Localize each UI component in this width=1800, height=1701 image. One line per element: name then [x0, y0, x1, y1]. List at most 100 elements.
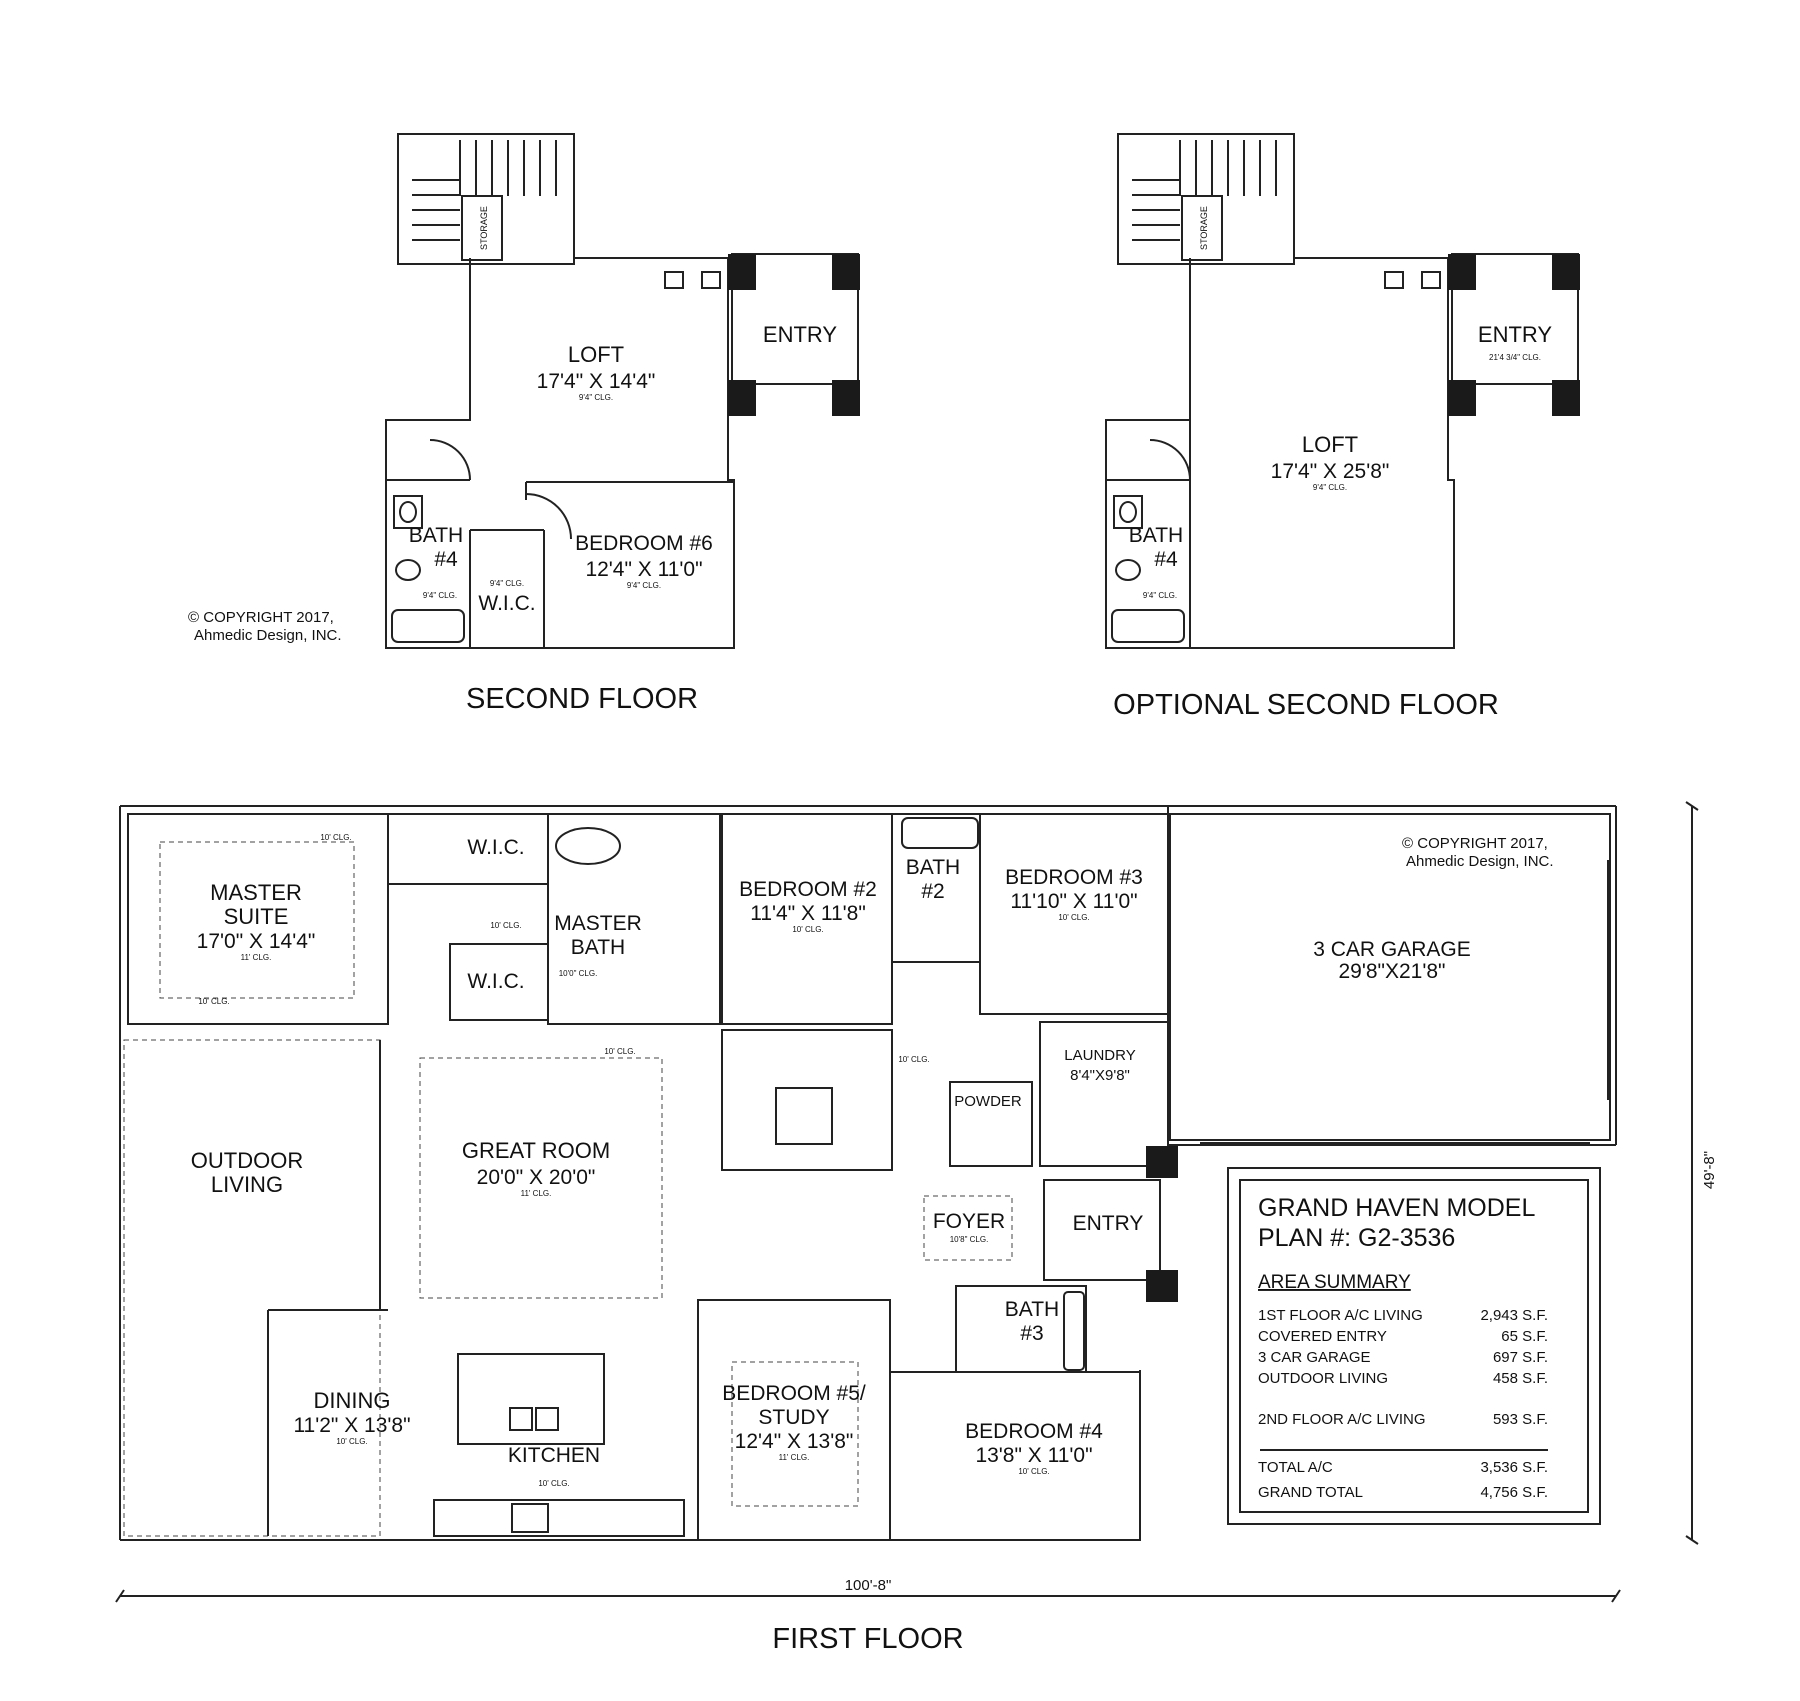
bath4-ceiling: 9'4" CLG.	[423, 591, 457, 600]
opt-entry-label: ENTRY	[1478, 322, 1552, 347]
opt-outer-wall	[1190, 257, 1455, 649]
copyright-line2-right: Ahmedic Design, INC.	[1406, 853, 1554, 870]
plan-number: PLAN #: G2-3536	[1258, 1224, 1455, 1252]
summary-row-value: 65 S.F.	[1501, 1328, 1548, 1345]
outdoor-living-label-2: LIVING	[211, 1172, 283, 1197]
foyer-label: FOYER	[933, 1210, 1005, 1233]
summary-row-value: 593 S.F.	[1493, 1411, 1548, 1428]
garage-room	[1169, 813, 1611, 1141]
ceiling-note: 10' CLG.	[490, 921, 521, 930]
powder-room	[949, 1081, 1033, 1167]
opt-stair-tower	[1117, 133, 1295, 265]
summary-row-value: 4,756 S.F.	[1480, 1484, 1548, 1501]
garage-dimension: 29'8"X21'8"	[1338, 960, 1445, 983]
optional-second-floor-title: OPTIONAL SECOND FLOOR	[1113, 689, 1499, 721]
master-bath-label-1: MASTER	[554, 912, 642, 935]
dining-dimension: 11'2" X 13'8"	[293, 1414, 410, 1437]
bath3-number: #3	[1020, 1322, 1043, 1345]
laundry-dimension: 8'4"X9'8"	[1070, 1067, 1130, 1084]
bath2-label: BATH	[906, 856, 960, 879]
copyright-line2-left: Ahmedic Design, INC.	[194, 627, 342, 644]
opt-entry-ceiling: 21'4 3/4" CLG.	[1489, 353, 1541, 362]
great-room-dimension: 20'0" X 20'0"	[477, 1166, 596, 1189]
master-suite-ceiling: 11' CLG.	[241, 953, 272, 962]
first-floor-plan	[115, 801, 1699, 1603]
toilet-fixture	[395, 559, 421, 581]
outdoor-living-label-1: OUTDOOR	[191, 1148, 303, 1173]
second-floor-outer-wall	[470, 257, 735, 649]
summary-row-label: 1ST FLOOR A/C LIVING	[1258, 1307, 1423, 1324]
bath2-number: #2	[921, 880, 944, 903]
opt-bath4-ceiling: 9'4" CLG.	[1143, 591, 1177, 600]
ceiling-note: 10' CLG.	[336, 1437, 367, 1446]
opt-bath4-label: BATH	[1129, 524, 1183, 547]
soaking-tub	[555, 827, 621, 865]
summary-row-label: TOTAL A/C	[1258, 1459, 1333, 1476]
second-floor-title: SECOND FLOOR	[466, 683, 698, 715]
ceiling-note: 10' CLG.	[538, 1479, 569, 1488]
kitchen-counter	[433, 1499, 685, 1537]
entry-label: ENTRY	[763, 322, 837, 347]
dining-label: DINING	[314, 1388, 391, 1413]
opt-storage-closet	[1181, 195, 1223, 261]
opt-bath4-number: #4	[1154, 548, 1178, 571]
bedroom6-label: BEDROOM #6	[575, 532, 713, 555]
ceiling-note: 10' CLG.	[1018, 1467, 1049, 1476]
entry-first-label: ENTRY	[1073, 1212, 1144, 1235]
ceiling-note: 10' CLG.	[792, 925, 823, 934]
master-suite-dimension: 17'0" X 14'4"	[197, 930, 316, 953]
bedroom-4-room	[889, 1371, 1141, 1541]
main-stair	[721, 1029, 893, 1171]
bedroom6-dimension: 12'4" X 11'0"	[585, 558, 702, 581]
bath-wing-wall	[385, 258, 471, 649]
cooktop	[511, 1503, 549, 1533]
upper-wic-label: W.I.C.	[467, 836, 524, 859]
kitchen-island	[457, 1353, 605, 1445]
great-room-label: GREAT ROOM	[462, 1138, 610, 1163]
summary-row-value: 458 S.F.	[1493, 1370, 1548, 1387]
kitchen-label: KITCHEN	[508, 1444, 600, 1467]
great-room-ceiling: 11' CLG.	[521, 1189, 552, 1198]
wic-ceiling: 9'4" CLG.	[490, 579, 524, 588]
bath4-number: #4	[434, 548, 458, 571]
opt-loft-label: LOFT	[1302, 432, 1358, 457]
bedroom3-label: BEDROOM #3	[1005, 866, 1143, 889]
copyright-line1-right: © COPYRIGHT 2017,	[1402, 835, 1548, 852]
summary-row-label: GRAND TOTAL	[1258, 1484, 1363, 1501]
bedroom3-dimension: 11'10" X 11'0"	[1010, 890, 1137, 913]
bedroom5-dimension: 12'4" X 13'8"	[735, 1430, 854, 1453]
bedroom6-ceiling: 9'4" CLG.	[627, 581, 661, 590]
opt-loft-ceiling: 9'4" CLG.	[1313, 483, 1347, 492]
stair-tower	[397, 133, 575, 265]
master-tray-ceiling	[159, 841, 355, 999]
sink-fixture	[393, 495, 423, 529]
area-summary-heading: AREA SUMMARY	[1258, 1272, 1411, 1293]
width-dimension-label: 100'-8"	[845, 1577, 892, 1594]
garage-label: 3 CAR GARAGE	[1313, 938, 1471, 961]
foyer-area	[923, 1195, 1013, 1261]
ceiling-note: 10' CLG.	[320, 833, 351, 842]
bedroom-3-room	[979, 813, 1169, 1015]
master-bath-label-2: BATH	[571, 936, 625, 959]
laundry-label: LAUNDRY	[1064, 1047, 1135, 1064]
bedroom4-dimension: 13'8" X 11'0"	[975, 1444, 1092, 1467]
bedroom5-label-2: STUDY	[758, 1406, 829, 1429]
entry-porch-first	[1043, 1179, 1161, 1281]
opt-entry-porch	[1451, 253, 1579, 385]
opt-loft-dimension: 17'4" X 25'8"	[1271, 460, 1390, 483]
summary-row-label: OUTDOOR LIVING	[1258, 1370, 1388, 1387]
depth-dimension-label: 49'-8"	[1701, 1151, 1718, 1189]
bedroom5-label: BEDROOM #5/	[722, 1382, 866, 1405]
loft-dimension: 17'4" X 14'4"	[537, 370, 656, 393]
bedroom5-ceiling: 11' CLG.	[779, 1453, 810, 1462]
stair-treads	[412, 140, 557, 241]
model-name: GRAND HAVEN MODEL	[1258, 1194, 1535, 1222]
first-floor-title: FIRST FLOOR	[772, 1623, 963, 1655]
bedroom2-dimension: 11'4" X 11'8"	[750, 902, 866, 925]
bath4-label: BATH	[409, 524, 463, 547]
storage-label: STORAGE	[479, 206, 489, 250]
bedroom4-label: BEDROOM #4	[965, 1420, 1103, 1443]
ceiling-note: 10' CLG.	[898, 1055, 929, 1064]
wic-label: W.I.C.	[478, 592, 535, 615]
opt-stair-treads	[1132, 140, 1277, 241]
